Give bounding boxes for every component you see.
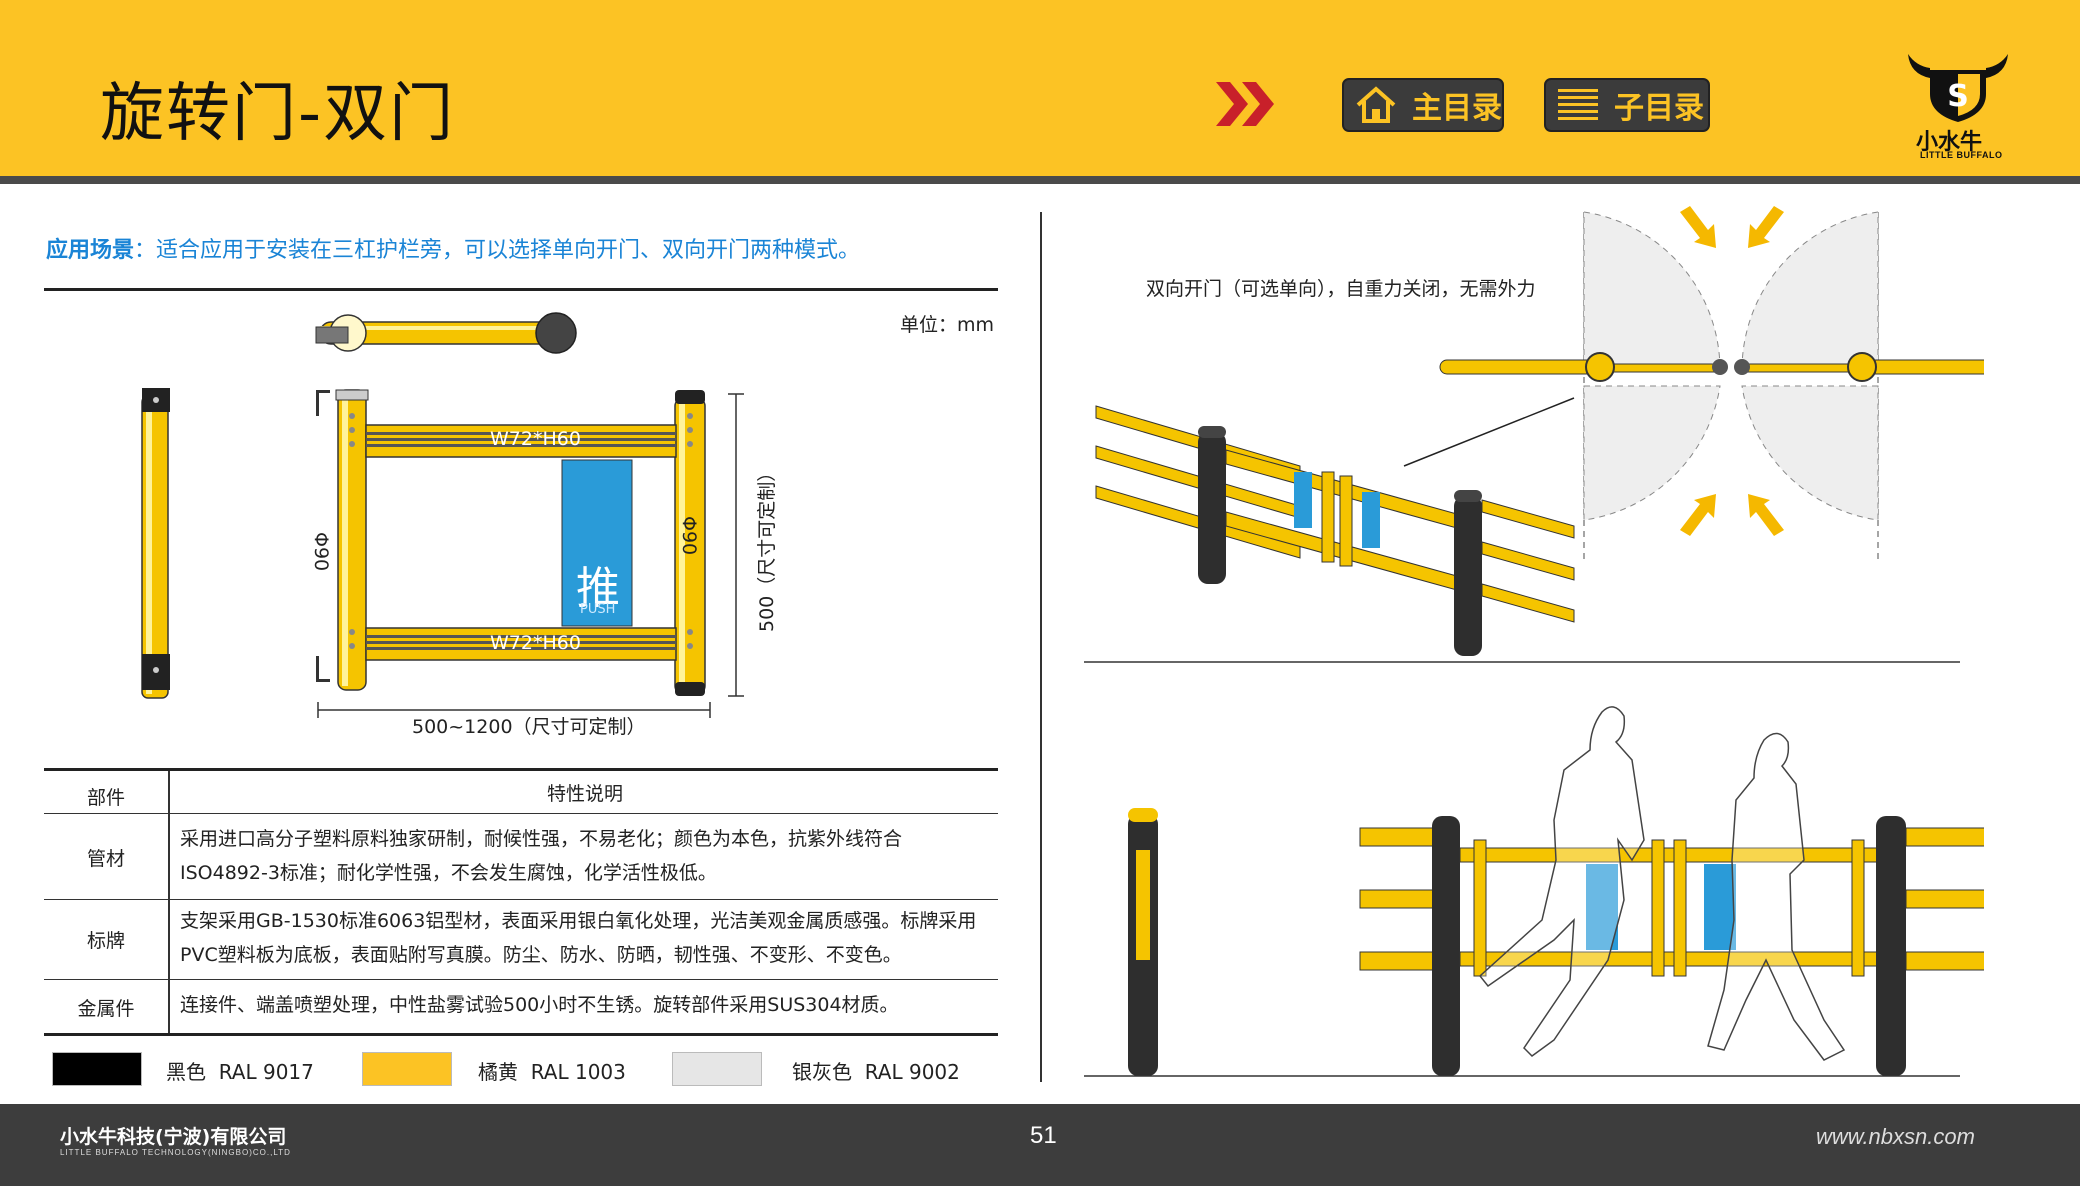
swing-mode-note: 双向开门（可选单向），自重力关闭，无需外力 [1146,278,1536,300]
column-divider [168,771,170,813]
header-bar [0,0,2080,176]
color-label-orange: 橘黄 RAL 1003 [478,1060,626,1084]
vertical-divider [1040,212,1042,1082]
sub-menu-button[interactable]: 子目录 [1544,78,1710,132]
column-divider [168,980,170,1033]
buffalo-logo-icon: S [1908,54,2008,122]
front-view-frame [316,389,706,696]
bar-bottom-label: W72*H60 [490,632,581,654]
color-swatch-black [52,1052,142,1086]
logo-name: 小水牛 [1916,130,1983,155]
list-icon [1558,89,1598,120]
home-icon [1356,86,1396,123]
color-label-black: 黑色 RAL 9017 [166,1060,314,1084]
row-part-name: 标牌 [86,930,125,952]
footer-bar [0,1104,2080,1186]
post-right-label: Φ90 [678,516,700,556]
push-direction-arrows [1680,206,1784,536]
swing-arc-diagram [1403,211,1984,560]
color-label-silver: 银灰色 RAL 9002 [792,1060,960,1084]
push-panel-text: 推 [576,563,620,614]
row-spec-line: 支架采用GB-1530标准6063铝型材，表面采用银白氧化处理，光洁美观金属质感… [180,910,977,932]
scene-text: ：适合应用于安装在三杠护栏旁，可以选择单向开门、双向开门两种模式。 [134,238,861,263]
height-dimension-label: 500（尺寸可定制） [756,462,778,632]
dimension-lines [317,393,744,718]
color-swatch-orange [362,1052,452,1086]
width-dimension-label: 500~1200（尺寸可定制） [412,716,646,738]
pedestrian-silhouettes [1478,706,1846,1061]
column-divider [168,900,170,979]
footer-company-name-en: LITTLE BUFFALO TECHNOLOGY(NINGBO)CO.,LTD [60,1148,291,1157]
color-swatch-silver [672,1052,762,1086]
main-menu-label: 主目录 [1412,91,1502,126]
row-part-name: 金属件 [77,998,135,1020]
row-spec-line: ISO4892-3标准；耐化学性强，不会发生腐蚀，化学活性极低。 [180,862,717,884]
row-spec-line: PVC塑料板为底板，表面贴附写真膜。防尘、防水、防晒，韧性强、不变形、不变色。 [180,944,902,966]
row-spec-line: 采用进口高分子塑料原料独家研制，耐候性强，不易老化；颜色为本色，抗紫外线符合 [180,828,903,850]
top-view-arm [315,312,577,354]
perspective-gate [1095,405,1575,656]
side-view-post-left [141,388,170,699]
row-spec-line: 连接件、端盖喷塑处理，中性盐雾试验500小时不生锈。旋转部件采用SUS304材质… [180,994,899,1016]
footer-company-name: 小水牛科技(宁波)有限公司 [60,1126,287,1148]
gate-dimension-drawing [141,312,744,718]
footer-website-link[interactable]: www.nbxsn.com [1816,1124,1975,1149]
table-row: 管材 采用进口高分子塑料原料独家研制，耐候性强，不易老化；颜色为本色，抗紫外线符… [44,814,998,900]
row-part-name: 管材 [86,848,125,870]
front-elevation [1128,808,1984,1076]
column-divider [168,814,170,899]
page-title: 旋转门-双门 [100,77,456,151]
unit-label: 单位：mm [900,314,995,336]
header-spec: 特性说明 [546,783,623,805]
page-number: 51 [1030,1122,1057,1149]
header-part: 部件 [86,787,125,809]
push-panel-sub: PUSH [580,602,616,617]
scene-label: 应用场景 [46,238,135,263]
logo-name-en: LITTLE BUFFALO [1920,150,2003,160]
application-scene: 应用场景：适合应用于安装在三杠护栏旁，可以选择单向开门、双向开门两种模式。 [46,232,860,264]
header-divider [0,176,2080,184]
bar-top-label: W72*H60 [490,428,581,450]
section-divider [44,288,998,291]
svg-text:S: S [1947,79,1969,114]
sub-menu-label: 子目录 [1614,91,1704,126]
table-row: 标牌 支架采用GB-1530标准6063铝型材，表面采用银白氧化处理，光洁美观金… [44,900,998,980]
table-header-row: 部件 特性说明 [44,768,998,814]
post-left-label: Φ90 [310,532,332,572]
installation-illustrations [1084,206,1984,1077]
table-row: 金属件 连接件、端盖喷塑处理，中性盐雾试验500小时不生锈。旋转部件采用SUS3… [44,980,998,1036]
double-chevron-icon [1216,82,1274,126]
main-menu-button[interactable]: 主目录 [1342,78,1504,132]
